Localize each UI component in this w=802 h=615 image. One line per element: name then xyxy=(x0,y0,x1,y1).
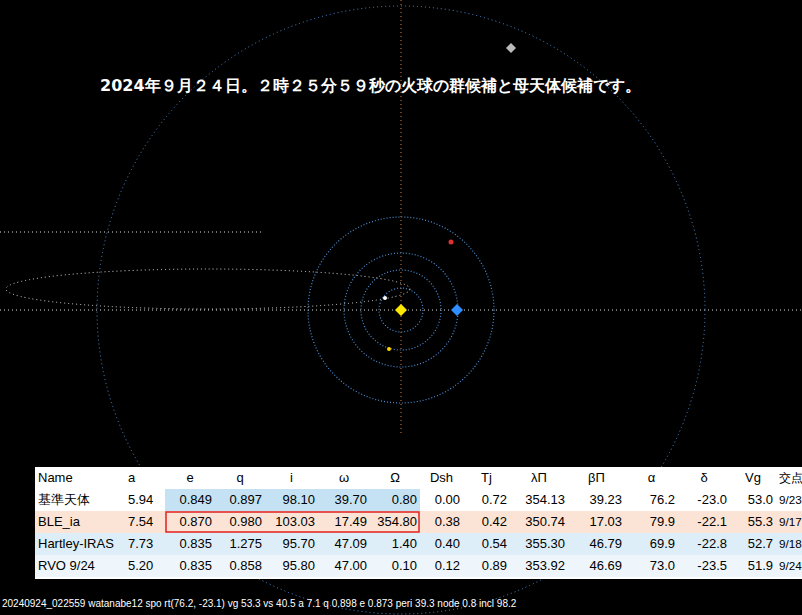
table-cell: 46.79 xyxy=(568,533,625,555)
meteoroid-orbit xyxy=(6,269,410,309)
table-cell: -22.8 xyxy=(678,533,730,555)
jupiter-marker xyxy=(506,43,516,53)
table-cell: Hartley-IRAS xyxy=(35,533,125,555)
table-cell: βΠ xyxy=(568,467,625,489)
axis-line xyxy=(401,0,402,435)
table-cell: BLE_ia xyxy=(35,511,125,533)
table-cell: i xyxy=(265,467,318,489)
table-cell: 9/24 xyxy=(776,555,802,577)
table-cell: 0.870 xyxy=(165,511,215,533)
table-cell: δ xyxy=(678,467,730,489)
table-cell: 69.9 xyxy=(625,533,678,555)
table-cell: 355.30 xyxy=(510,533,568,555)
title: 2024年９月２４日。２時２５分５９秒の火球の群候補と母天体候補です。 xyxy=(100,76,641,97)
table-cell: 0.80 xyxy=(370,489,420,511)
table-cell: 76.2 xyxy=(625,489,678,511)
caption: 20240924_022559 watanabe12 spo rt(76.2, … xyxy=(2,598,516,609)
table-cell: 0.897 xyxy=(215,489,265,511)
table-cell: Name xyxy=(35,467,125,489)
table-cell: 0.12 xyxy=(420,555,463,577)
table-cell: 353.92 xyxy=(510,555,568,577)
table-cell: 0.849 xyxy=(165,489,215,511)
table-cell: -23.0 xyxy=(678,489,730,511)
earth-marker xyxy=(451,304,463,316)
orbit-line xyxy=(0,232,262,233)
table-cell: e xyxy=(165,467,215,489)
table-cell: Vg xyxy=(730,467,776,489)
table-cell: 1.40 xyxy=(370,533,420,555)
sun-marker xyxy=(395,304,407,316)
table-cell: 95.80 xyxy=(265,555,318,577)
table-cell: -23.5 xyxy=(678,555,730,577)
table-cell: 17.03 xyxy=(568,511,625,533)
venus-orbit xyxy=(361,270,441,350)
table-cell: 53.0 xyxy=(730,489,776,511)
table-cell: 1.275 xyxy=(215,533,265,555)
table-cell: 354.80 xyxy=(370,511,420,533)
mercury-marker xyxy=(383,296,387,300)
table-cell: 0.10 xyxy=(370,555,420,577)
table-cell: 7.54 xyxy=(125,511,165,533)
table-cell: Dsh xyxy=(420,467,463,489)
table-cell: 73.0 xyxy=(625,555,678,577)
table-cell: 0.00 xyxy=(420,489,463,511)
table-cell: 0.835 xyxy=(165,533,215,555)
table-ground xyxy=(35,467,802,579)
table-cell: 17.49 xyxy=(318,511,370,533)
venus-marker xyxy=(387,347,391,351)
table-cell: -22.1 xyxy=(678,511,730,533)
table-cell: 52.7 xyxy=(730,533,776,555)
table-cell: 39.23 xyxy=(568,489,625,511)
table-cell: λΠ xyxy=(510,467,568,489)
table-cell: a xyxy=(125,467,165,489)
table-cell: 55.3 xyxy=(730,511,776,533)
table-cell: 0.38 xyxy=(420,511,463,533)
table-cell: 基準天体 xyxy=(35,489,125,511)
table-cell: 354.13 xyxy=(510,489,568,511)
table-cell: 0.42 xyxy=(463,511,510,533)
mars-orbit xyxy=(308,217,494,403)
table-cell: 0.858 xyxy=(215,555,265,577)
table-cell: 9/23 xyxy=(776,489,802,511)
table-cell: 51.9 xyxy=(730,555,776,577)
table-cell: 7.73 xyxy=(125,533,165,555)
jupiter-orbit xyxy=(97,6,705,614)
mercury-orbit xyxy=(379,288,423,332)
table-cell: q xyxy=(215,467,265,489)
table-cell: 47.00 xyxy=(318,555,370,577)
table-cell: Tj xyxy=(463,467,510,489)
table-cell: 47.09 xyxy=(318,533,370,555)
table-cell: 350.74 xyxy=(510,511,568,533)
table-cell: ω xyxy=(318,467,370,489)
table-cell: 0.835 xyxy=(165,555,215,577)
table-cell: α xyxy=(625,467,678,489)
table-cell: 0.72 xyxy=(463,489,510,511)
table-cell: 46.69 xyxy=(568,555,625,577)
highlight-box xyxy=(166,512,419,532)
table-cell: 0.89 xyxy=(463,555,510,577)
table-cell: RVO 9/24 xyxy=(35,555,125,577)
table-cell: 0.40 xyxy=(420,533,463,555)
mars-marker xyxy=(449,240,454,245)
table-cell: 0.54 xyxy=(463,533,510,555)
table-cell: 交点 xyxy=(776,467,802,489)
earth-orbit xyxy=(344,253,458,367)
table-cell: 98.10 xyxy=(265,489,318,511)
highlight-box xyxy=(166,512,419,532)
table-cell: 9/18 xyxy=(776,533,802,555)
table-cell: 0.980 xyxy=(215,511,265,533)
table-cell: 5.20 xyxy=(125,555,165,577)
table-cell: 9/17 xyxy=(776,511,802,533)
table-cell: Ω xyxy=(370,467,420,489)
table-cell: 79.9 xyxy=(625,511,678,533)
table-cell: 95.70 xyxy=(265,533,318,555)
table-cell: 39.70 xyxy=(318,489,370,511)
table-cell: 5.94 xyxy=(125,489,165,511)
table-cell: 103.03 xyxy=(265,511,318,533)
